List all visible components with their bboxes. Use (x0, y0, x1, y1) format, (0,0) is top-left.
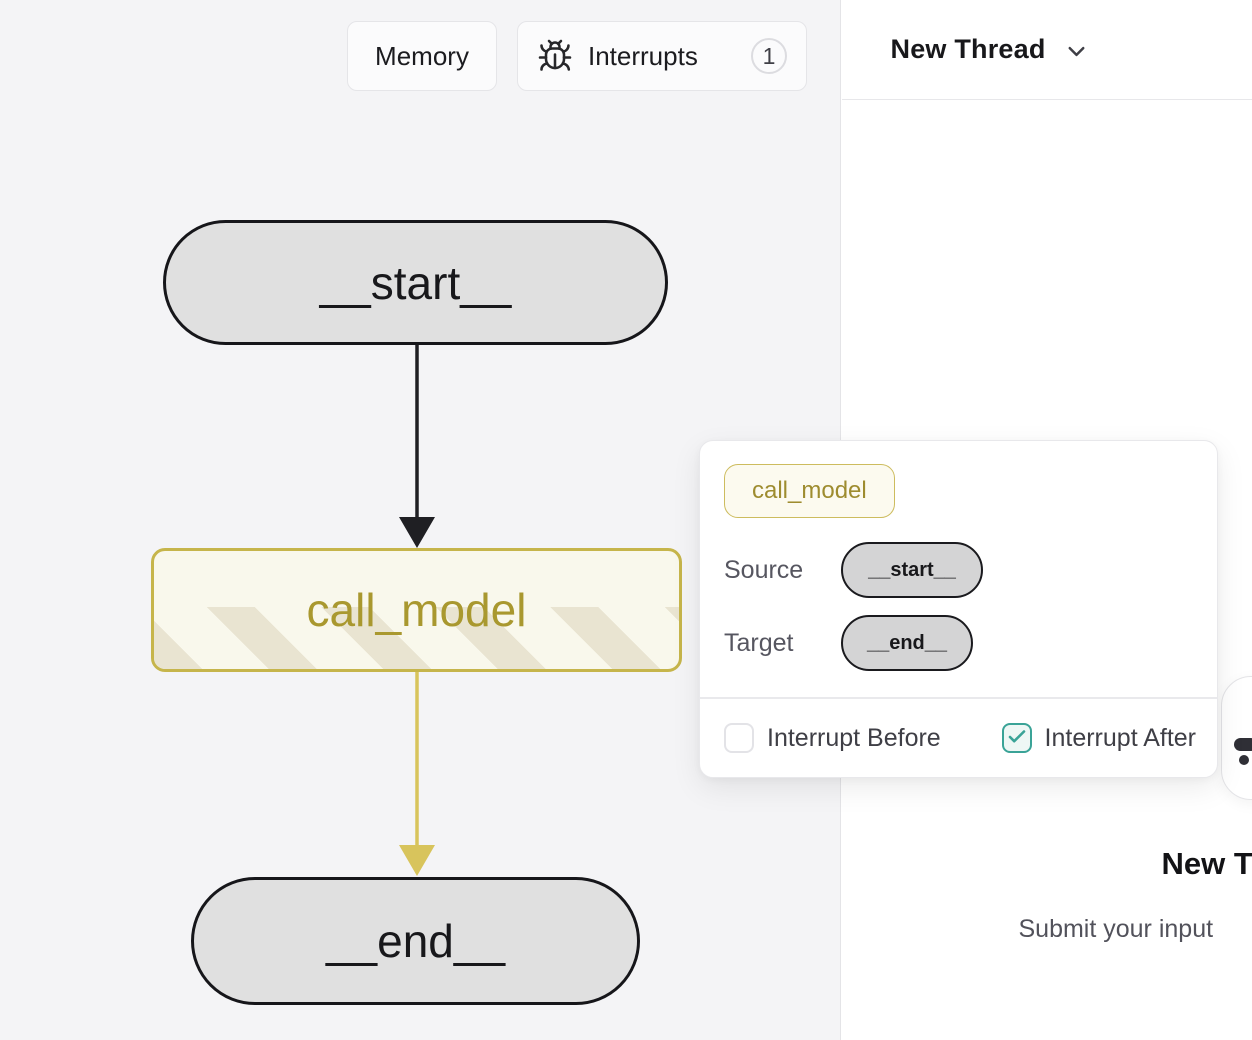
interrupt-before-checkbox[interactable] (724, 723, 754, 753)
empty-state-subtitle: Submit your input (1018, 915, 1214, 943)
interrupt-after-label: Interrupt After (1044, 723, 1196, 752)
node-call-model-label: call_model (306, 584, 527, 636)
source-label: Source (724, 555, 804, 584)
thread-header: New Thread (841, 0, 1252, 100)
popover-footer: Interrupt Before Interrupt After (724, 698, 1196, 778)
chevron-down-icon[interactable] (1063, 34, 1090, 65)
interrupt-after-checkbox[interactable] (1001, 723, 1032, 753)
node-start-label: __start__ (319, 256, 512, 309)
interrupt-before-label: Interrupt Before (767, 723, 941, 752)
popover-divider (700, 697, 1217, 699)
graph-node-end[interactable]: __end__ (191, 877, 640, 1005)
checkmark-icon (1005, 724, 1029, 753)
target-row: Target __end__ (724, 615, 973, 671)
graph-node-start[interactable]: __start__ (163, 220, 668, 345)
interrupts-button[interactable]: Interrupts 1 (517, 21, 807, 91)
arrowhead-gold (399, 845, 435, 876)
empty-state-title: New Thread (1161, 846, 1252, 881)
popover-node-badge-label: call_model (752, 477, 867, 504)
interrupts-count-badge: 1 (751, 38, 787, 74)
source-row: Source __start__ (724, 542, 983, 598)
input-options-card[interactable] (1220, 676, 1252, 800)
target-value-pill: __end__ (841, 615, 973, 671)
source-value-pill: __start__ (841, 542, 983, 598)
arrowhead-black (399, 517, 435, 548)
thread-title: New Thread (890, 34, 1046, 64)
target-label: Target (724, 628, 794, 657)
graph-node-call-model[interactable]: call_model (151, 548, 682, 672)
node-details-popover: call_model Source __start__ Target __end… (699, 440, 1218, 778)
node-end-label: __end__ (325, 915, 506, 967)
interrupt-before-group[interactable]: Interrupt Before (724, 723, 941, 753)
graph-edges (399, 345, 435, 876)
interrupts-button-label: Interrupts (588, 40, 698, 71)
bug-icon (537, 38, 573, 74)
memory-button[interactable]: Memory (347, 21, 497, 91)
memory-button-label: Memory (375, 40, 469, 71)
interrupt-after-group[interactable]: Interrupt After (1001, 723, 1196, 753)
popover-node-badge: call_model (724, 464, 895, 518)
